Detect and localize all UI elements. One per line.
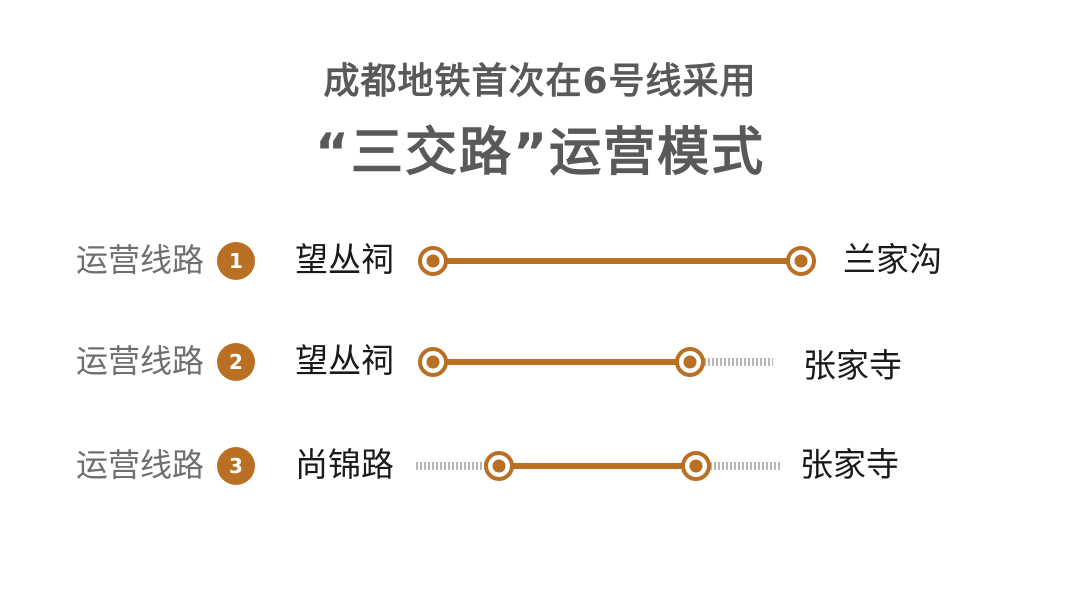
route-start-station: 望丛祠 xyxy=(295,240,394,279)
route-track xyxy=(418,246,816,276)
route-number-badge: 3 xyxy=(217,447,255,485)
station-marker xyxy=(418,246,448,276)
route-row-3: 运营线路 3 尚锦路 张家寺 xyxy=(0,440,1080,490)
route-end-station: 兰家沟 xyxy=(843,240,942,279)
route-end-station: 张家寺 xyxy=(803,346,902,385)
route-row-1: 运营线路 1 望丛祠 兰家沟 xyxy=(0,235,1080,285)
station-marker xyxy=(418,347,448,377)
title-line-1: 成都地铁首次在6号线采用 xyxy=(323,61,757,102)
route-track xyxy=(416,451,780,481)
station-marker xyxy=(681,451,711,481)
title-line-2: “三交路”运营模式 xyxy=(314,123,766,183)
route-track xyxy=(418,347,773,377)
route-number-badge: 1 xyxy=(217,242,255,280)
route-label: 运营线路 xyxy=(76,241,205,279)
route-label: 运营线路 xyxy=(76,342,205,380)
route-number-badge: 2 xyxy=(217,343,255,381)
station-marker xyxy=(675,347,705,377)
route-start-station: 望丛祠 xyxy=(295,341,394,380)
station-marker xyxy=(484,451,514,481)
route-label: 运营线路 xyxy=(76,446,205,484)
route-start-station: 尚锦路 xyxy=(295,445,394,484)
station-marker xyxy=(786,246,816,276)
route-end-station: 张家寺 xyxy=(800,445,899,484)
route-row-2: 运营线路 2 望丛祠 张家寺 xyxy=(0,336,1080,386)
